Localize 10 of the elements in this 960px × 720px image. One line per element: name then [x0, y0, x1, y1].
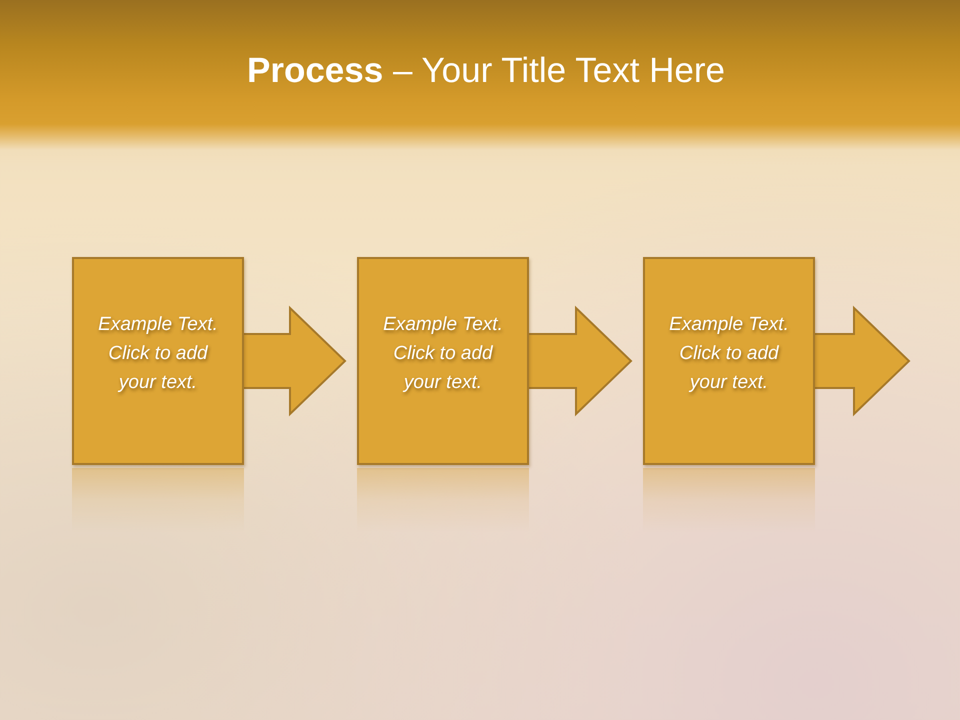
process-box: [357, 257, 529, 465]
box-text: Example Text. Click to add your text.: [668, 312, 790, 394]
block-arrow: [528, 306, 632, 416]
process-box: [643, 257, 815, 465]
process-box: [72, 257, 244, 465]
block-arrow: [243, 306, 346, 416]
box-text: Example Text. Click to add your text.: [97, 312, 219, 394]
slide-title: Process – Your Title Text Here: [247, 50, 725, 92]
block-arrow: [814, 306, 910, 416]
box-text: Example Text. Click to add your text.: [382, 312, 504, 394]
